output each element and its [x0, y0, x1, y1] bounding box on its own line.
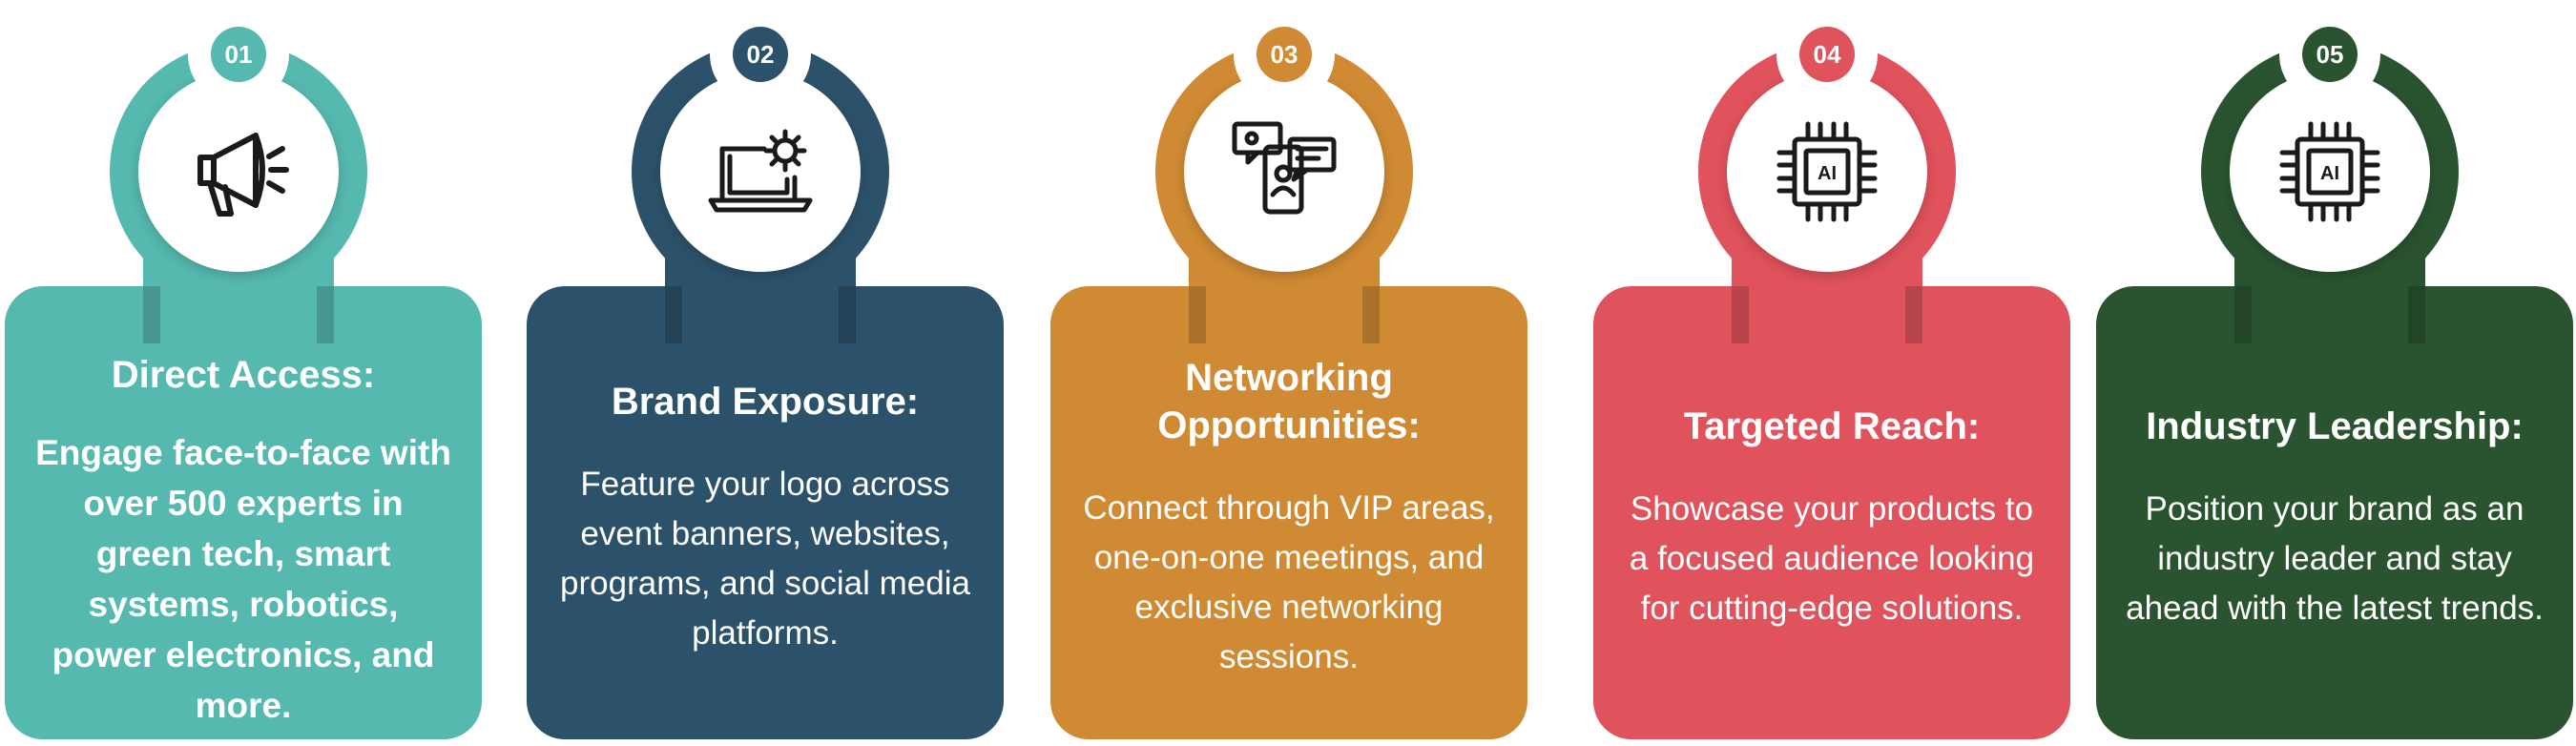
- card-title: Networking Opportunities:: [1157, 356, 1421, 446]
- step-number-badge: 04: [1799, 27, 1855, 82]
- stem-shadow: [1189, 286, 1206, 343]
- benefit-card-targeted-reach: Targeted Reach: Showcase your products t…: [1593, 0, 2070, 746]
- stem-shadow: [1362, 286, 1380, 343]
- ai-chip-icon: AI: [2279, 121, 2380, 222]
- stem-shadow: [317, 286, 334, 343]
- stem-shadow: [2408, 286, 2425, 343]
- benefit-card-direct-access: Direct Access: Engage face-to-face with …: [5, 0, 482, 746]
- svg-text:AI: AI: [2320, 163, 2339, 184]
- benefit-card-networking: Networking Opportunities: Connect throug…: [1050, 0, 1527, 746]
- card-body: Brand Exposure: Feature your logo across…: [527, 286, 1004, 739]
- step-number-badge: 05: [2302, 27, 2358, 82]
- stem-shadow: [665, 286, 682, 343]
- icon-circle: [1184, 72, 1384, 272]
- stem-shadow: [143, 286, 160, 343]
- stem-shadow: [839, 286, 856, 343]
- card-body: Targeted Reach: Showcase your products t…: [1593, 286, 2070, 739]
- card-body: Direct Access: Engage face-to-face with …: [5, 286, 482, 739]
- megaphone-icon: [197, 133, 289, 217]
- icon-circle: [660, 72, 861, 272]
- ai-chip-icon: AI: [1776, 121, 1878, 222]
- card-title: Targeted Reach:: [1683, 404, 1981, 447]
- icon-circle: AI: [1727, 72, 1927, 272]
- card-description: Showcase your products to a focused audi…: [1629, 489, 2035, 627]
- card-title: Direct Access:: [111, 354, 376, 396]
- networking-chat-icon: [1232, 121, 1337, 215]
- step-number-badge: 01: [211, 27, 266, 82]
- card-body: Networking Opportunities: Connect throug…: [1050, 286, 1527, 739]
- icon-circle: AI: [2230, 72, 2430, 272]
- card-description: Position your brand as an industry leade…: [2126, 489, 2544, 627]
- benefit-card-brand-exposure: Brand Exposure: Feature your logo across…: [527, 0, 1004, 746]
- stem-shadow: [2234, 286, 2252, 343]
- stem-shadow: [1732, 286, 1749, 343]
- card-description: Engage face-to-face with over 500 expert…: [35, 433, 451, 725]
- card-description: Feature your logo across event banners, …: [560, 465, 970, 652]
- step-number-badge: 02: [733, 27, 788, 82]
- card-body: Industry Leadership: Position your brand…: [2096, 286, 2573, 739]
- icon-circle: [138, 72, 339, 272]
- svg-text:AI: AI: [1818, 163, 1837, 184]
- laptop-gear-icon: [708, 129, 813, 213]
- card-title: Industry Leadership:: [2146, 404, 2524, 447]
- card-title: Brand Exposure:: [611, 380, 920, 423]
- stem-shadow: [1905, 286, 1922, 343]
- benefit-card-industry-leadership: Industry Leadership: Position your brand…: [2096, 0, 2573, 746]
- card-description: Connect through VIP areas, one-on-one me…: [1083, 488, 1495, 675]
- step-number-badge: 03: [1257, 27, 1312, 82]
